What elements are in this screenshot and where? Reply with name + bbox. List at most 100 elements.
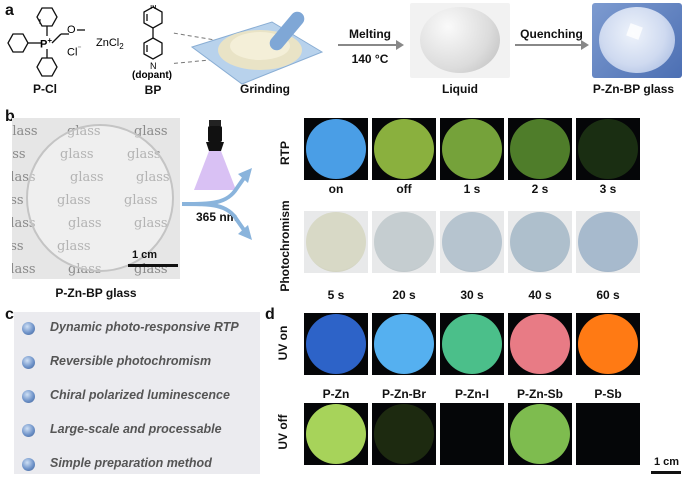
pcl-structure xyxy=(7,7,85,77)
panel-label-b: b xyxy=(5,108,15,125)
bp-structure: N N xyxy=(143,5,163,71)
bullet-icon xyxy=(22,356,35,369)
uv-off-sample-disc xyxy=(578,404,638,464)
uv-off-tile xyxy=(304,403,368,465)
pcl-label: P-Cl xyxy=(33,82,57,96)
bullet-icon xyxy=(22,322,35,335)
photochromism-time-label: 5 s xyxy=(327,288,345,302)
liquid-image xyxy=(410,3,510,78)
photochromism-sample-disc xyxy=(306,212,366,272)
sample-name-label: P-Zn xyxy=(322,387,350,401)
scale-bar-label: 1 cm xyxy=(132,249,158,261)
feature-item: Chiral polarized luminescence xyxy=(50,388,230,402)
glass-photo-label: P-Zn-BP glass xyxy=(55,286,137,300)
melting-arrow xyxy=(338,40,404,50)
glass-photo: glass glass glass glass glass glass glas… xyxy=(12,118,180,279)
uv-off-sample-disc xyxy=(374,404,434,464)
glass-label: P-Zn-BP glass xyxy=(592,82,675,96)
photochromism-time-label: 20 s xyxy=(392,288,416,302)
uv-on-tile xyxy=(508,313,572,375)
rtp-sample-disc xyxy=(578,119,638,179)
rtp-time-label: off xyxy=(396,182,412,196)
svg-text:N: N xyxy=(150,5,157,11)
uv-off-sample-disc xyxy=(510,404,570,464)
uv-off-tile xyxy=(576,403,640,465)
sample-name-label: P-Sb xyxy=(594,387,622,401)
uv-on-sample-disc xyxy=(306,314,366,374)
uv-on-tile xyxy=(576,313,640,375)
photochromism-time-label: 30 s xyxy=(460,288,484,302)
quenching-label: Quenching xyxy=(520,27,583,41)
bullet-icon xyxy=(22,390,35,403)
pestle xyxy=(269,11,305,51)
rtp-tile xyxy=(372,118,436,180)
photochromism-time-label: 40 s xyxy=(528,288,552,302)
uv-on-sample-disc xyxy=(578,314,638,374)
uv-on-row-label: UV on xyxy=(276,325,290,361)
chloride-ion: Cl⁻ xyxy=(67,44,82,59)
features-box xyxy=(14,312,260,474)
rtp-tile xyxy=(440,118,504,180)
photochromism-tile xyxy=(372,211,436,273)
rtp-row-label: RTP xyxy=(278,141,292,165)
phenyl-ring-top xyxy=(36,7,58,27)
melting-label: Melting xyxy=(349,27,391,41)
uv-on-tile xyxy=(440,313,504,375)
uv-on-sample-disc xyxy=(442,314,502,374)
panel-d-scale-label: 1 cm xyxy=(654,456,680,468)
liquid-label: Liquid xyxy=(442,82,478,96)
zncl2-label: ZnCl2 xyxy=(96,37,124,52)
panel-label-d: d xyxy=(265,306,275,323)
glass-image xyxy=(592,3,682,78)
sample-name-label: P-Zn-Sb xyxy=(517,387,563,401)
glass-disc xyxy=(26,124,174,272)
bp-label: BP xyxy=(144,83,162,97)
photochromism-row-label: Photochromism xyxy=(278,200,292,292)
rtp-tile xyxy=(304,118,368,180)
photochromism-sample-disc xyxy=(578,212,638,272)
photochromism-sample-disc xyxy=(374,212,434,272)
bullet-icon xyxy=(22,458,35,471)
photochromism-tile xyxy=(576,211,640,273)
grinding-label: Grinding xyxy=(240,82,290,96)
oxygen-atom: O xyxy=(67,24,76,36)
wavelength-label: 365 nm xyxy=(196,210,238,224)
photochromism-sample-disc xyxy=(442,212,502,272)
feature-item: Simple preparation method xyxy=(50,456,212,470)
bullet-icon xyxy=(22,424,35,437)
svg-text:N: N xyxy=(150,61,157,71)
rtp-tile xyxy=(508,118,572,180)
photochromism-tile xyxy=(508,211,572,273)
phosphorus-atom: P+ xyxy=(40,36,53,51)
pyridine-ring-bottom xyxy=(143,37,163,60)
uv-off-sample-disc xyxy=(442,404,502,464)
uv-off-tile xyxy=(372,403,436,465)
phenyl-ring-bottom xyxy=(36,57,58,77)
uv-off-tile xyxy=(440,403,504,465)
sample-name-label: P-Zn-I xyxy=(455,387,489,401)
rtp-time-label: 3 s xyxy=(599,182,617,196)
rtp-time-label: 2 s xyxy=(531,182,549,196)
panel-d-scale-bar xyxy=(651,471,681,474)
photochromism-tile xyxy=(440,211,504,273)
dopant-label: (dopant) xyxy=(132,70,172,81)
uv-off-sample-disc xyxy=(306,404,366,464)
melting-temperature: 140 °C xyxy=(351,52,389,66)
feature-item: Large-scale and processable xyxy=(50,422,222,436)
uv-off-tile xyxy=(508,403,572,465)
panel-label-c: c xyxy=(5,306,14,323)
rtp-sample-disc xyxy=(510,119,570,179)
sample-name-label: P-Zn-Br xyxy=(382,387,426,401)
uv-on-sample-disc xyxy=(374,314,434,374)
panel-label-a: a xyxy=(5,2,14,19)
photochromism-sample-disc xyxy=(510,212,570,272)
rtp-tile xyxy=(576,118,640,180)
feature-item: Reversible photochromism xyxy=(50,354,212,368)
uv-on-tile xyxy=(304,313,368,375)
rtp-sample-disc xyxy=(306,119,366,179)
uv-lamp-icon xyxy=(194,120,236,190)
feature-item: Dynamic photo-responsive RTP xyxy=(50,320,239,334)
rtp-sample-disc xyxy=(374,119,434,179)
phenyl-ring-left xyxy=(7,33,29,53)
quenching-arrow xyxy=(515,40,589,50)
